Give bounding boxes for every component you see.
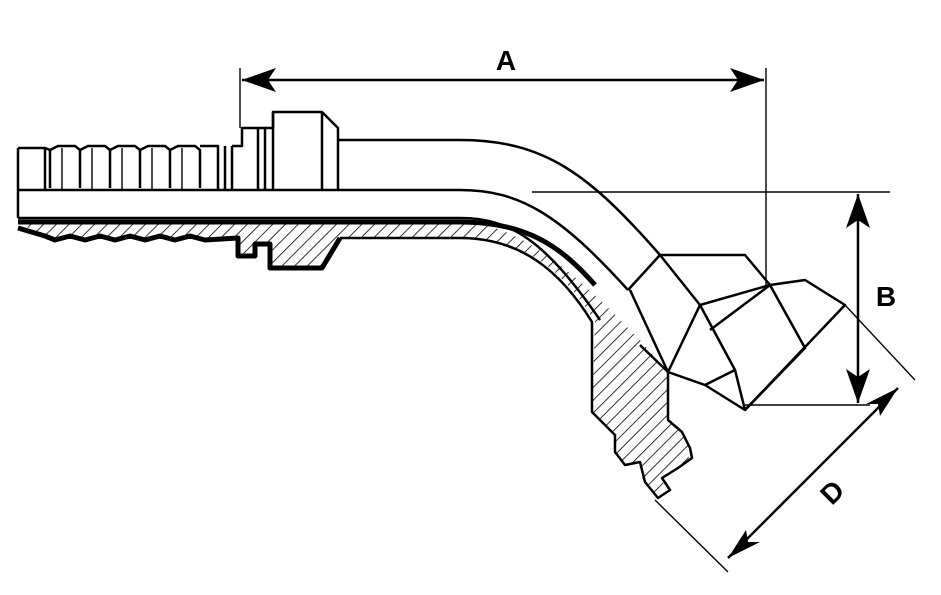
dimension-label-d: D <box>814 474 850 510</box>
arrow-up-icon <box>846 194 870 228</box>
dimension-b: B <box>532 191 896 406</box>
dimension-label-b: B <box>876 281 896 312</box>
arrow-left-icon <box>242 68 276 92</box>
arrow-right-icon <box>730 68 764 92</box>
flange-head <box>627 253 847 412</box>
arrow-lower-left-icon <box>728 530 760 558</box>
hose-tail-insert <box>16 110 340 220</box>
section-hatched-wall <box>17 219 694 500</box>
arrow-upper-right-icon <box>866 388 898 416</box>
arrow-down-icon <box>846 369 870 403</box>
dimension-label-a: A <box>496 45 516 76</box>
dimension-d: D <box>654 304 916 573</box>
dimension-a: A <box>239 45 767 285</box>
